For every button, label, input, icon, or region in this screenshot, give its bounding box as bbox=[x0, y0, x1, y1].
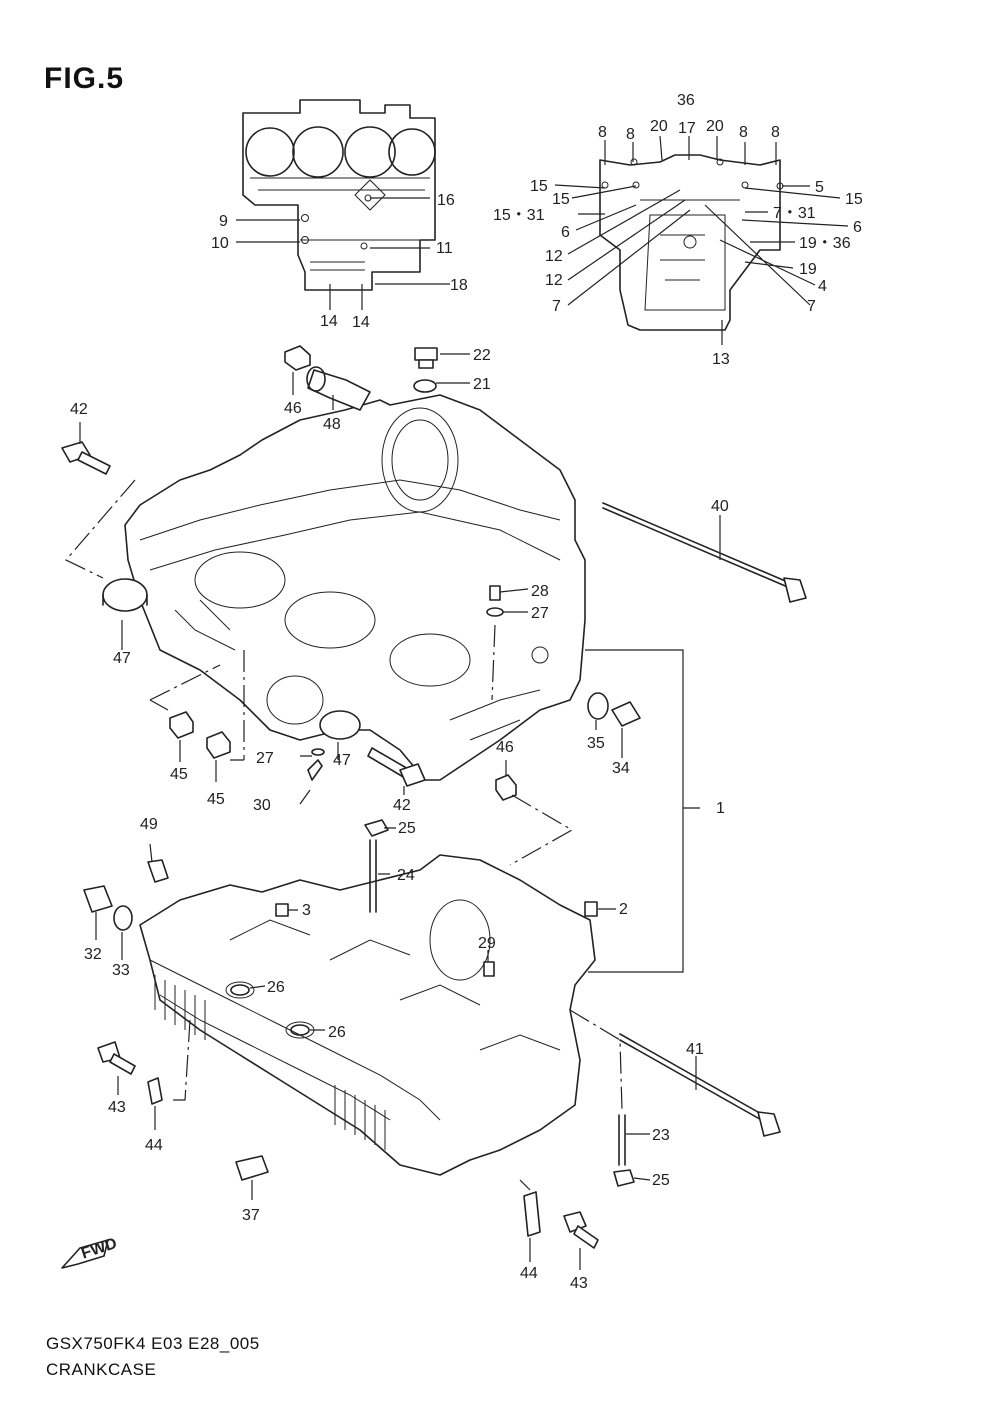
callout-16: 16 bbox=[437, 192, 455, 209]
callout-21: 21 bbox=[473, 376, 491, 393]
callout-32: 32 bbox=[84, 946, 102, 963]
inset-upper-case-face bbox=[242, 99, 436, 291]
callout-6: 6 bbox=[561, 224, 570, 241]
callout-20: 20 bbox=[650, 118, 668, 135]
callout-3: 3 bbox=[302, 902, 311, 919]
callout-12: 12 bbox=[545, 272, 563, 289]
callout-15-31: 15・31 bbox=[493, 207, 545, 224]
callout-8: 8 bbox=[626, 126, 635, 143]
callout-35: 35 bbox=[587, 735, 605, 752]
callout-26: 26 bbox=[267, 979, 285, 996]
callout-18: 18 bbox=[450, 277, 468, 294]
callout-15: 15 bbox=[530, 178, 548, 195]
callout-41: 41 bbox=[686, 1041, 704, 1058]
callout-6: 6 bbox=[853, 219, 862, 236]
callout-4: 4 bbox=[818, 278, 827, 295]
callout-26: 26 bbox=[328, 1024, 346, 1041]
callout-37: 37 bbox=[242, 1207, 260, 1224]
callout-49: 49 bbox=[140, 816, 158, 833]
callout-28: 28 bbox=[531, 583, 549, 600]
figure-name: CRANKCASE bbox=[46, 1360, 157, 1379]
callout-15: 15 bbox=[552, 191, 570, 208]
callout-8: 8 bbox=[598, 124, 607, 141]
callout-14: 14 bbox=[320, 313, 338, 330]
leader-lines bbox=[65, 135, 849, 1270]
callout-40: 40 bbox=[711, 498, 729, 515]
callout-25: 25 bbox=[398, 820, 416, 837]
callout-24: 24 bbox=[397, 867, 415, 884]
callout-43: 43 bbox=[108, 1099, 126, 1116]
small-parts bbox=[61, 345, 807, 1249]
callout-42: 42 bbox=[70, 401, 88, 418]
callout-33: 33 bbox=[112, 962, 130, 979]
callout-8: 8 bbox=[739, 124, 748, 141]
callout-7-31: 7・31 bbox=[773, 205, 816, 222]
callout-10: 10 bbox=[211, 235, 229, 252]
callout-14: 14 bbox=[352, 314, 370, 331]
callout-47: 47 bbox=[113, 650, 131, 667]
callout-29: 29 bbox=[478, 935, 496, 952]
upper-crankcase bbox=[124, 394, 586, 781]
callout-22: 22 bbox=[473, 347, 491, 364]
callout-2: 2 bbox=[619, 901, 628, 918]
callout-8: 8 bbox=[771, 124, 780, 141]
callout-19-36: 19・36 bbox=[799, 235, 851, 252]
figure-code: GSX750FK4 E03 E28_005 bbox=[46, 1334, 260, 1353]
callout-labels: 36 8 8 20 17 20 8 8 15 5 15 15 15・31 7・3… bbox=[70, 92, 863, 1292]
callout-30: 30 bbox=[253, 797, 271, 814]
callout-44: 44 bbox=[145, 1137, 163, 1154]
callout-20: 20 bbox=[706, 118, 724, 135]
callout-36: 36 bbox=[677, 92, 695, 109]
callout-46: 46 bbox=[284, 400, 302, 417]
callout-5: 5 bbox=[815, 179, 824, 196]
callout-45: 45 bbox=[207, 791, 225, 808]
callout-42: 42 bbox=[393, 797, 411, 814]
fwd-label: FWD bbox=[79, 1235, 119, 1262]
callout-1: 1 bbox=[716, 800, 725, 817]
fwd-arrow-icon: FWD bbox=[61, 1235, 119, 1269]
callout-19: 19 bbox=[799, 261, 817, 278]
lower-crankcase bbox=[139, 854, 596, 1176]
callout-45: 45 bbox=[170, 766, 188, 783]
callout-9: 9 bbox=[219, 213, 228, 230]
callout-48: 48 bbox=[323, 416, 341, 433]
callout-25: 25 bbox=[652, 1172, 670, 1189]
callout-17: 17 bbox=[678, 120, 696, 137]
callout-27: 27 bbox=[256, 750, 274, 767]
callout-11: 11 bbox=[436, 240, 453, 257]
callout-12: 12 bbox=[545, 248, 563, 265]
callout-7: 7 bbox=[807, 298, 816, 315]
callout-46: 46 bbox=[496, 739, 514, 756]
callout-7: 7 bbox=[552, 298, 561, 315]
callout-44: 44 bbox=[520, 1265, 538, 1282]
callout-47: 47 bbox=[333, 752, 351, 769]
callout-13: 13 bbox=[712, 351, 730, 368]
callout-27: 27 bbox=[531, 605, 549, 622]
callout-43: 43 bbox=[570, 1275, 588, 1292]
callout-23: 23 bbox=[652, 1127, 670, 1144]
callout-15: 15 bbox=[845, 191, 863, 208]
callout-34: 34 bbox=[612, 760, 630, 777]
figure-title: FIG.5 bbox=[44, 62, 125, 95]
